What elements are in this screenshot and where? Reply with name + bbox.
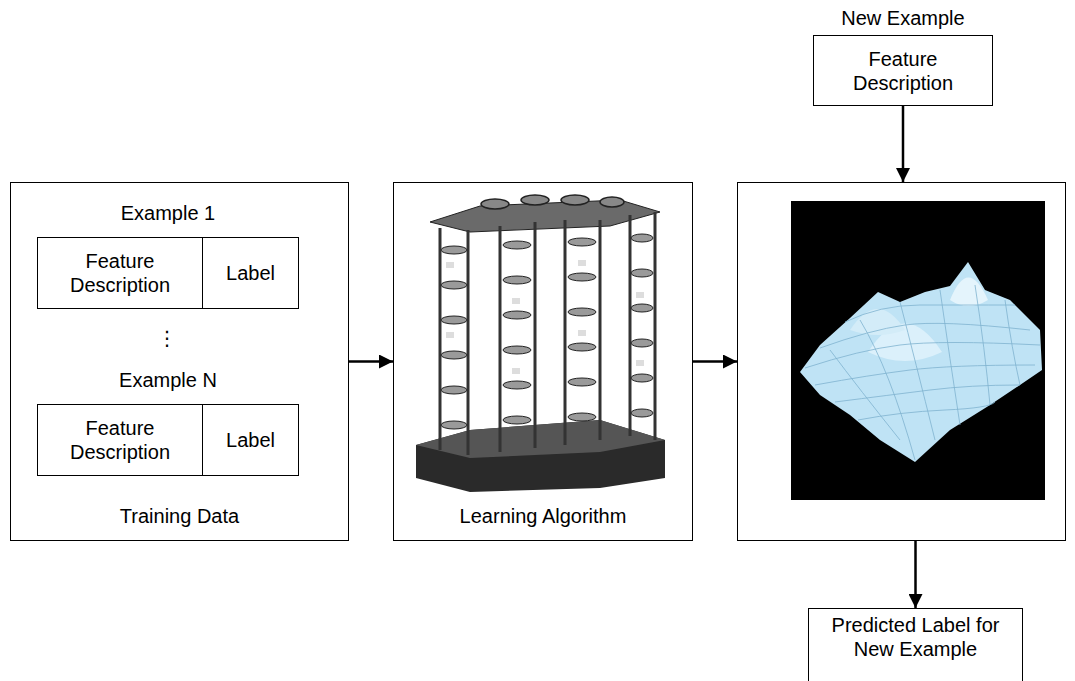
box-text: Feature Description (44, 416, 196, 464)
node-heading: New Example (774, 7, 1032, 30)
label-cell: Label (202, 404, 299, 476)
example-row: Example NFeature DescriptionLabel (37, 404, 299, 476)
flow-arrow (902, 106, 905, 182)
feature-cell: Feature Description (37, 237, 203, 309)
difference-engine (416, 195, 665, 492)
text-holder: Feature Description (38, 405, 202, 475)
ellipsis-mark: ⋮ (137, 328, 197, 348)
model-panel (737, 182, 1066, 541)
box-text: Feature Description (820, 47, 986, 95)
new-example-box: New ExampleFeature Description (813, 35, 993, 106)
box-text: Label (226, 261, 275, 285)
prediction-box: Predicted Label for New Example (808, 608, 1023, 681)
box-text: Feature Description (44, 249, 196, 297)
panel-caption: Learning Algorithm (354, 505, 732, 528)
box-text: Predicted Label for New Example (809, 609, 1022, 665)
text-holder: Feature Description (38, 238, 202, 308)
text-holder: Label (203, 405, 298, 475)
text-holder: Label (203, 238, 298, 308)
example-row: Example 1Feature DescriptionLabel (37, 237, 299, 309)
flow-arrow (693, 360, 737, 363)
algorithm-panel: Learning Algorithm (393, 182, 693, 541)
flow-arrow (349, 360, 393, 363)
surface-plot (791, 201, 1045, 500)
panel-caption: Training Data (0, 505, 388, 528)
feature-cell: Feature Description (37, 404, 203, 476)
label-cell: Label (202, 237, 299, 309)
text-holder: Feature Description (814, 36, 992, 105)
flow-arrow (914, 541, 917, 608)
node-heading: Example 1 (0, 202, 339, 225)
training-data-panel: Training DataExample 1Feature Descriptio… (10, 182, 349, 541)
box-text: Label (226, 428, 275, 452)
node-heading: Example N (0, 369, 339, 392)
